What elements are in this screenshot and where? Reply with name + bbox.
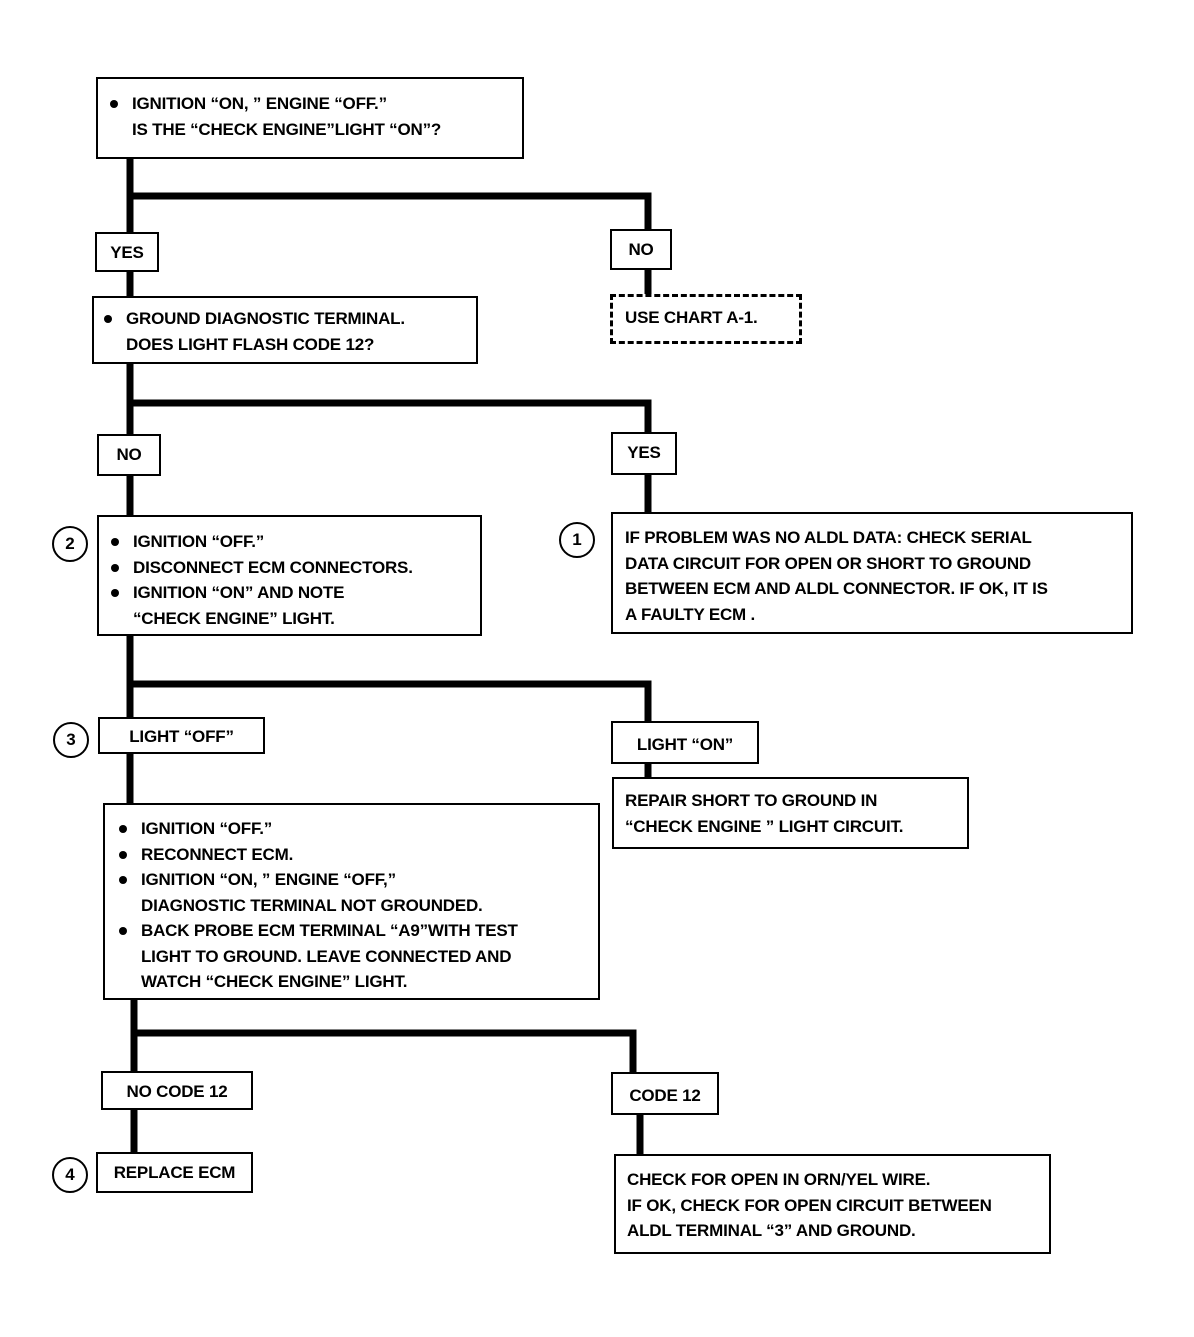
step2-item-2-text: DISCONNECT ECM CONNECTORS.	[133, 557, 413, 577]
ground-question: GROUND DIAGNOSTIC TERMINAL. DOES LIGHT F…	[100, 306, 476, 357]
step3-item-4: BACK PROBE ECM TERMINAL “A9”WITH TEST LI…	[115, 918, 598, 995]
step1-line-3: BETWEEN ECM AND ALDL CONNECTOR. IF OK, I…	[625, 579, 1048, 598]
step1-line-4: A FAULTY ECM .	[625, 604, 756, 624]
code12-label: CODE 12	[611, 1072, 719, 1115]
no-code12-label: NO CODE 12	[101, 1071, 253, 1110]
repair-short-box: REPAIR SHORT TO GROUND IN “CHECK ENGINE …	[612, 777, 969, 849]
step2-item-1: IGNITION “OFF.”	[107, 529, 480, 555]
check-open-line-3: ALDL TERMINAL “3” AND GROUND.	[627, 1221, 916, 1240]
ground-line-2: DOES LIGHT FLASH CODE 12?	[126, 334, 375, 354]
start-question-box: IGNITION “ON, ” ENGINE “OFF.” IS THE “CH…	[96, 77, 524, 159]
light-on-label: LIGHT “ON”	[611, 721, 759, 764]
repair-line-2: “CHECK ENGINE ” LIGHT CIRCUIT.	[625, 816, 904, 836]
use-chart-box: USE CHART A-1.	[610, 294, 802, 344]
repair-line-1: REPAIR SHORT TO GROUND IN	[625, 791, 878, 810]
step1-line-1: IF PROBLEM WAS NO ALDL DATA: CHECK SERIA…	[625, 528, 1032, 547]
step2-item-1-text: IGNITION “OFF.”	[133, 532, 265, 551]
check-open-box: CHECK FOR OPEN IN ORN/YEL WIRE. IF OK, C…	[614, 1154, 1051, 1254]
check-open-line-2: IF OK, CHECK FOR OPEN CIRCUIT BETWEEN	[627, 1195, 992, 1215]
step3-item-2-text: RECONNECT ECM.	[141, 844, 294, 864]
step3-item-3: IGNITION “ON, ” ENGINE “OFF,” DIAGNOSTIC…	[115, 867, 598, 918]
step3-item-4-line-3: WATCH “CHECK ENGINE” LIGHT.	[141, 972, 408, 991]
step2-box: IGNITION “OFF.” DISCONNECT ECM CONNECTOR…	[97, 515, 482, 636]
step2-item-3-line-2: “CHECK ENGINE” LIGHT.	[133, 608, 335, 628]
step-marker-2: 2	[52, 526, 88, 562]
step2-item-3-line-1: IGNITION “ON” AND NOTE	[133, 583, 345, 602]
step3-item-4-line-1: BACK PROBE ECM TERMINAL “A9”WITH TEST	[141, 921, 518, 940]
step3-item-1-text: IGNITION “OFF.”	[141, 819, 273, 838]
step3-item-1: IGNITION “OFF.”	[115, 816, 598, 842]
step-marker-3: 3	[53, 722, 89, 758]
check-open-line-1: CHECK FOR OPEN IN ORN/YEL WIRE.	[627, 1170, 931, 1189]
yes-label-2: YES	[611, 432, 677, 475]
replace-ecm-box: REPLACE ECM	[96, 1152, 253, 1193]
step3-item-2: RECONNECT ECM.	[115, 842, 598, 868]
step-marker-1: 1	[559, 522, 595, 558]
start-line-2: IS THE “CHECK ENGINE”LIGHT “ON”?	[132, 119, 442, 139]
step3-item-4-line-2: LIGHT TO GROUND. LEAVE CONNECTED AND	[141, 946, 512, 966]
start-question: IGNITION “ON, ” ENGINE “OFF.” IS THE “CH…	[106, 91, 522, 142]
ground-line-1: GROUND DIAGNOSTIC TERMINAL.	[126, 309, 405, 328]
light-off-label: LIGHT “OFF”	[98, 717, 265, 754]
step2-item-2: DISCONNECT ECM CONNECTORS.	[107, 555, 480, 581]
step-marker-4: 4	[52, 1157, 88, 1193]
step3-item-3-line-2: DIAGNOSTIC TERMINAL NOT GROUNDED.	[141, 895, 483, 915]
step1-box: IF PROBLEM WAS NO ALDL DATA: CHECK SERIA…	[611, 512, 1133, 634]
step1-line-2: DATA CIRCUIT FOR OPEN OR SHORT TO GROUND	[625, 553, 1031, 573]
no-label-2: NO	[97, 434, 161, 476]
start-line-1: IGNITION “ON, ” ENGINE “OFF.”	[132, 94, 387, 113]
yes-label-1: YES	[95, 232, 159, 272]
step3-item-3-line-1: IGNITION “ON, ” ENGINE “OFF,”	[141, 870, 396, 889]
no-label-1: NO	[610, 229, 672, 270]
step3-box: IGNITION “OFF.” RECONNECT ECM. IGNITION …	[103, 803, 600, 1000]
step2-item-3: IGNITION “ON” AND NOTE “CHECK ENGINE” LI…	[107, 580, 480, 631]
ground-terminal-box: GROUND DIAGNOSTIC TERMINAL. DOES LIGHT F…	[92, 296, 478, 364]
